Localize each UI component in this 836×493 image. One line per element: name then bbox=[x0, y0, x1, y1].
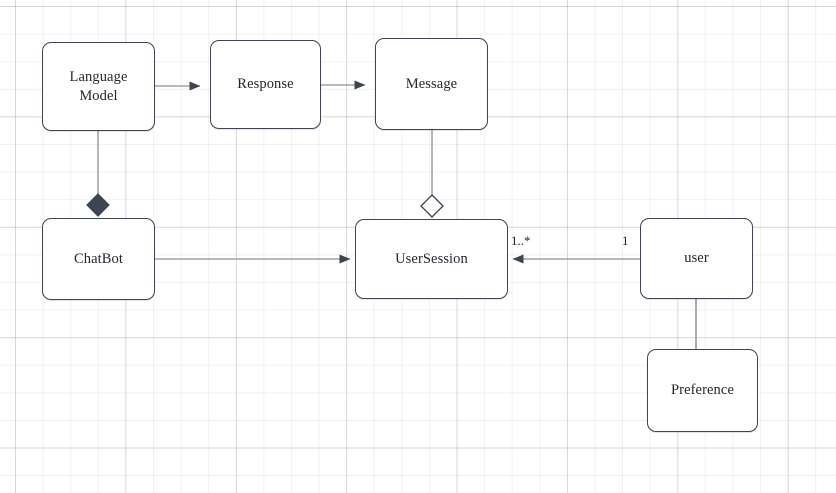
multiplicity-label-usersession-end: 1..* bbox=[511, 233, 531, 248]
node-label-message: Message bbox=[405, 75, 458, 92]
node-usersession[interactable]: UserSession bbox=[355, 219, 508, 299]
edge-message-to-usersession bbox=[420, 130, 444, 218]
node-user[interactable]: user bbox=[640, 218, 753, 299]
node-label-language-model: Language Model bbox=[69, 68, 128, 104]
node-chatbot[interactable]: ChatBot bbox=[42, 218, 155, 300]
edge-language-model-to-chatbot bbox=[86, 131, 110, 217]
filled-diamond-marker bbox=[86, 193, 110, 217]
node-language-model[interactable]: Language Model bbox=[42, 42, 155, 131]
node-label-preference: Preference bbox=[671, 382, 734, 399]
node-label-chatbot: ChatBot bbox=[73, 250, 124, 267]
node-preference[interactable]: Preference bbox=[647, 349, 758, 432]
node-response[interactable]: Response bbox=[210, 40, 321, 129]
node-label-response: Response bbox=[237, 76, 294, 93]
hollow-diamond-marker bbox=[420, 194, 444, 218]
node-message[interactable]: Message bbox=[375, 38, 488, 130]
node-label-usersession: UserSession bbox=[395, 250, 468, 267]
node-label-user: user bbox=[684, 250, 709, 267]
multiplicity-label-user-end: 1 bbox=[622, 233, 629, 248]
